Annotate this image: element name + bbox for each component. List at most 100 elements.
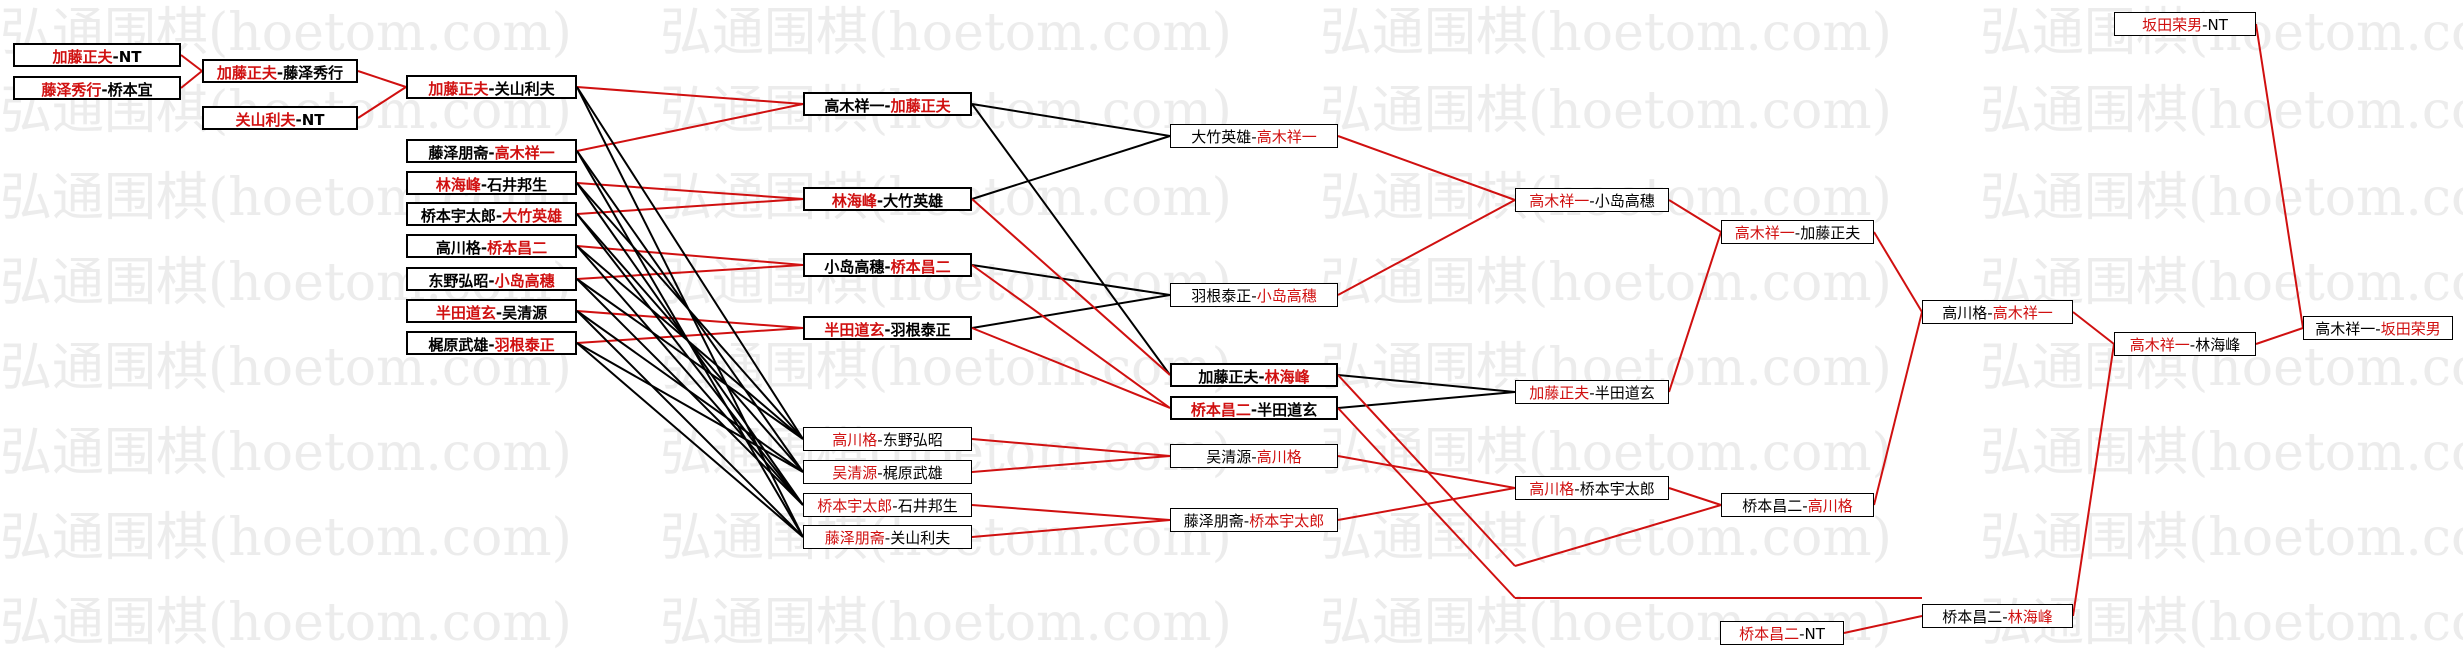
match-m22: 羽根泰正-小岛高穗 (1170, 283, 1338, 307)
player-left: 大竹英雄 (1191, 128, 1252, 146)
player-right: 加藤正夫 (1800, 224, 1861, 242)
match-m14: 林海峰-大竹英雄 (803, 187, 972, 211)
bracket-connector (1873, 231, 1923, 313)
bracket-connector (971, 198, 1171, 376)
player-left: 半田道玄 (824, 321, 885, 339)
watermark-text: 弘通围棋(hoetom.com) (660, 593, 1232, 653)
match-m35: 高木祥一-林海峰 (2114, 332, 2256, 356)
player-right: 林海峰 (2195, 336, 2241, 354)
player-left: 桥本宇太郎 (420, 207, 496, 225)
player-right: 大竹英雄 (502, 207, 563, 225)
watermark-text: 弘通围棋(hoetom.com) (0, 593, 572, 653)
player-right: 半田道玄 (1594, 384, 1655, 402)
match-m21: 大竹英雄-高木祥一 (1170, 124, 1338, 148)
bracket-connector (576, 278, 804, 440)
bracket-connector (180, 70, 203, 89)
bracket-connector (2255, 23, 2304, 329)
bracket-connector (971, 103, 1171, 137)
player-left: 藤泽朋斋 (1183, 512, 1244, 530)
bracket-connector (971, 264, 1171, 296)
player-left: 桥本昌二 (1742, 497, 1803, 515)
bracket-connector (1337, 135, 1516, 201)
player-left: 林海峰 (831, 192, 877, 210)
player-right: 高川格 (1807, 497, 1853, 515)
match-m05: 加藤正夫-关山利夫 (406, 75, 577, 99)
player-left: 加藤正夫 (216, 64, 277, 82)
player-right: 小岛高穗 (494, 272, 555, 290)
match-m15: 小岛高穗-桥本昌二 (803, 253, 972, 277)
match-m27: 高木祥一-小岛高穗 (1515, 188, 1669, 212)
bracket-connector (357, 86, 407, 119)
player-right: NT (118, 48, 142, 66)
bracket-connector (1337, 374, 1516, 393)
player-left: 加藤正夫 (52, 48, 113, 66)
player-right: 吴清源 (502, 304, 548, 322)
player-left: 桥本昌二 (1739, 625, 1800, 643)
bracket-connector (971, 504, 1171, 521)
player-left: 坂田荣男 (2142, 16, 2203, 34)
bracket-connector (1843, 615, 1923, 634)
watermark-text: 弘通围棋(hoetom.com) (1980, 423, 2463, 483)
player-right: 大竹英雄 (883, 192, 944, 210)
player-left: 桥本昌二 (1942, 608, 2003, 626)
match-m34: 桥本昌二-NT (1720, 621, 1844, 645)
match-m37: 高木祥一-坂田荣男 (2303, 316, 2453, 340)
watermark-text: 弘通围棋(hoetom.com) (660, 3, 1232, 63)
match-m17: 高川格-东野弘昭 (803, 427, 972, 451)
player-left: 藤泽朋斋 (824, 529, 885, 547)
bracket-connector (1668, 231, 1722, 393)
bracket-connector (2255, 327, 2304, 345)
player-right: 高木祥一 (1992, 304, 2053, 322)
player-left: 桥本宇太郎 (817, 497, 893, 515)
player-left: 东野弘昭 (428, 272, 489, 290)
player-right: 石井邦生 (897, 497, 958, 515)
match-m12: 梶原武雄-羽根泰正 (406, 331, 577, 355)
player-right: 半田道玄 (1257, 401, 1318, 419)
player-left: 关山利夫 (235, 111, 296, 129)
player-left: 林海峰 (435, 176, 481, 194)
player-left: 加藤正夫 (1198, 368, 1259, 386)
bracket-connector (1668, 487, 1722, 506)
bracket-connector (971, 294, 1171, 329)
player-right: 羽根泰正 (494, 336, 555, 354)
player-left: 高川格 (435, 239, 481, 257)
player-right: 高木祥一 (1256, 128, 1317, 146)
bracket-connector (971, 519, 1171, 538)
watermark-text: 弘通围棋(hoetom.com) (1320, 3, 1892, 63)
match-m06: 藤泽朋斋-高木祥一 (406, 139, 577, 163)
player-left: 桥本昌二 (1190, 401, 1251, 419)
match-m11: 半田道玄-吴清源 (406, 299, 577, 323)
player-right: 羽根泰正 (890, 321, 951, 339)
match-m29: 高川格-桥本宇太郎 (1515, 476, 1669, 500)
player-left: 梶原武雄 (428, 336, 489, 354)
bracket-connector (971, 103, 1171, 376)
watermark-text: 弘通围棋(hoetom.com) (1980, 508, 2463, 568)
watermark-text: 弘通围棋(hoetom.com) (0, 423, 572, 483)
watermark-text: 弘通围棋(hoetom.com) (1320, 508, 1892, 568)
player-left: 小岛高穗 (824, 258, 885, 276)
bracket-connector (576, 342, 804, 538)
player-right: 梶原武雄 (882, 464, 943, 482)
watermark-text: 弘通围棋(hoetom.com) (1980, 81, 2463, 141)
player-left: 加藤正夫 (1529, 384, 1590, 402)
match-m02: 藤泽秀行-桥本宜 (13, 76, 181, 100)
player-right: 小岛高穗 (1256, 287, 1317, 305)
bracket-connector (1514, 504, 1722, 567)
match-m33: 桥本昌二-林海峰 (1922, 604, 2073, 628)
match-m07: 林海峰-石井邦生 (406, 171, 577, 195)
match-m32: 高川格-高木祥一 (1922, 300, 2073, 324)
player-left: 高川格 (1942, 304, 1988, 322)
bracket-connector (971, 438, 1171, 457)
player-right: 关山利夫 (890, 529, 951, 547)
player-left: 羽根泰正 (1191, 287, 1252, 305)
player-right: 东野弘昭 (882, 431, 943, 449)
player-left: 高川格 (832, 431, 878, 449)
player-left: 高木祥一 (2129, 336, 2190, 354)
bracket-connector (1337, 407, 1516, 599)
player-left: 加藤正夫 (428, 80, 489, 98)
bracket-connector (971, 264, 1171, 409)
bracket-connector (576, 310, 804, 538)
match-m24: 桥本昌二-半田道玄 (1170, 396, 1338, 420)
watermark-text: 弘通围棋(hoetom.com) (1320, 253, 1892, 313)
